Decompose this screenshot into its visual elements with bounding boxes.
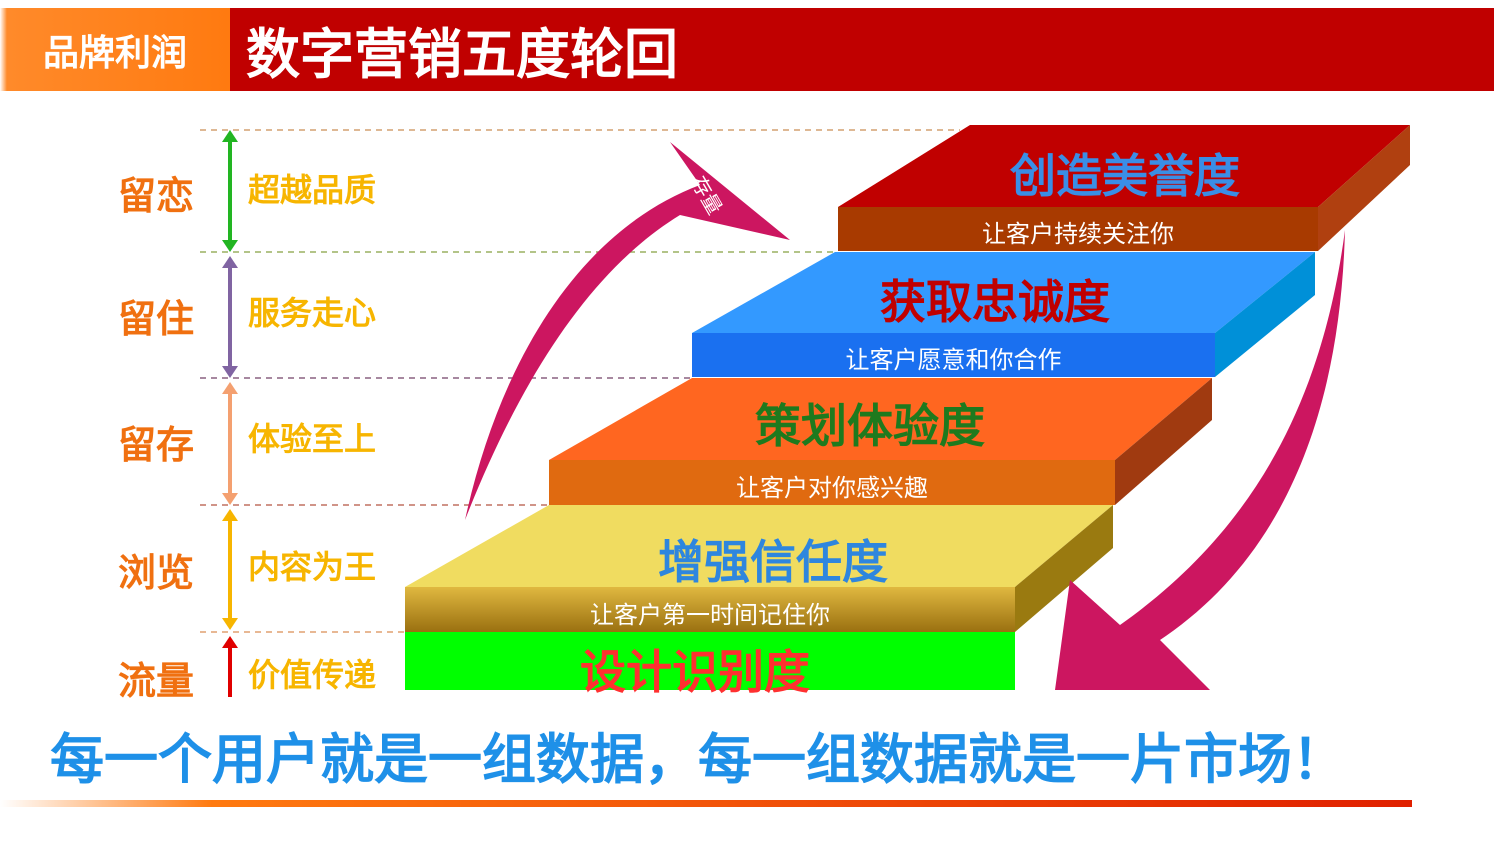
divider-lines: [200, 129, 960, 633]
step-title: 策划体验度: [755, 399, 985, 453]
step-subtitle: 让客户持续关注你: [982, 220, 1174, 248]
page-title: 数字营销五度轮回: [230, 8, 1494, 91]
stage-label: 留恋: [118, 174, 195, 218]
step-1-top: [838, 125, 1410, 207]
stage-value: 超越品质: [248, 171, 377, 209]
arrow-head-icon: [222, 382, 238, 394]
stage-label: 流量: [118, 659, 195, 703]
step-3-top: [549, 378, 1212, 460]
arrow-head-icon: [222, 618, 238, 630]
arrow-head-icon: [222, 509, 238, 521]
down-curve-arrow-icon: [1055, 230, 1345, 690]
section-label: 品牌利润: [0, 8, 230, 91]
slogan: 每一个用户就是一组数据，每一组数据就是一片市场！: [50, 728, 1346, 791]
step-2-top: [692, 252, 1315, 333]
step-4-top: [405, 505, 1113, 587]
arrow-head-icon: [222, 256, 238, 268]
stage-value: 体验至上: [248, 420, 377, 458]
arrow-head-icon: [222, 493, 238, 505]
step-title: 创造美誉度: [1010, 149, 1240, 203]
step-title: 增强信任度: [658, 535, 888, 589]
step-2-side: [1215, 252, 1315, 377]
step-subtitle: 让客户愿意和你合作: [845, 346, 1062, 374]
step-3-front: [549, 460, 1115, 505]
arrow-head-icon: [222, 240, 238, 252]
step-1-side: [1318, 125, 1410, 251]
stage-label: 浏览: [118, 551, 195, 595]
arrow-head-icon: [222, 636, 238, 648]
arrow-head-icon: [222, 366, 238, 378]
stage-label: 留存: [118, 423, 195, 467]
step-4-front: [405, 587, 1015, 632]
step-1-front: [838, 207, 1318, 251]
step-3-side: [1115, 378, 1212, 505]
step-subtitle: 让客户第一时间记住你: [590, 601, 830, 629]
stage-label: 留住: [118, 297, 195, 341]
arrow-head-icon: [222, 130, 238, 142]
stage-value: 价值传递: [248, 656, 377, 694]
step-subtitle: 让客户对你感兴趣: [736, 474, 928, 502]
step-5-front: [405, 632, 1015, 690]
step-title: 获取忠诚度: [880, 275, 1110, 329]
step-4-side: [1015, 505, 1113, 632]
stage-value: 内容为王: [248, 548, 377, 586]
step-2-front: [692, 333, 1215, 377]
step-title: 设计识别度: [580, 645, 810, 699]
bottom-bar: [0, 800, 1412, 807]
stage-value: 服务走心: [248, 294, 377, 332]
